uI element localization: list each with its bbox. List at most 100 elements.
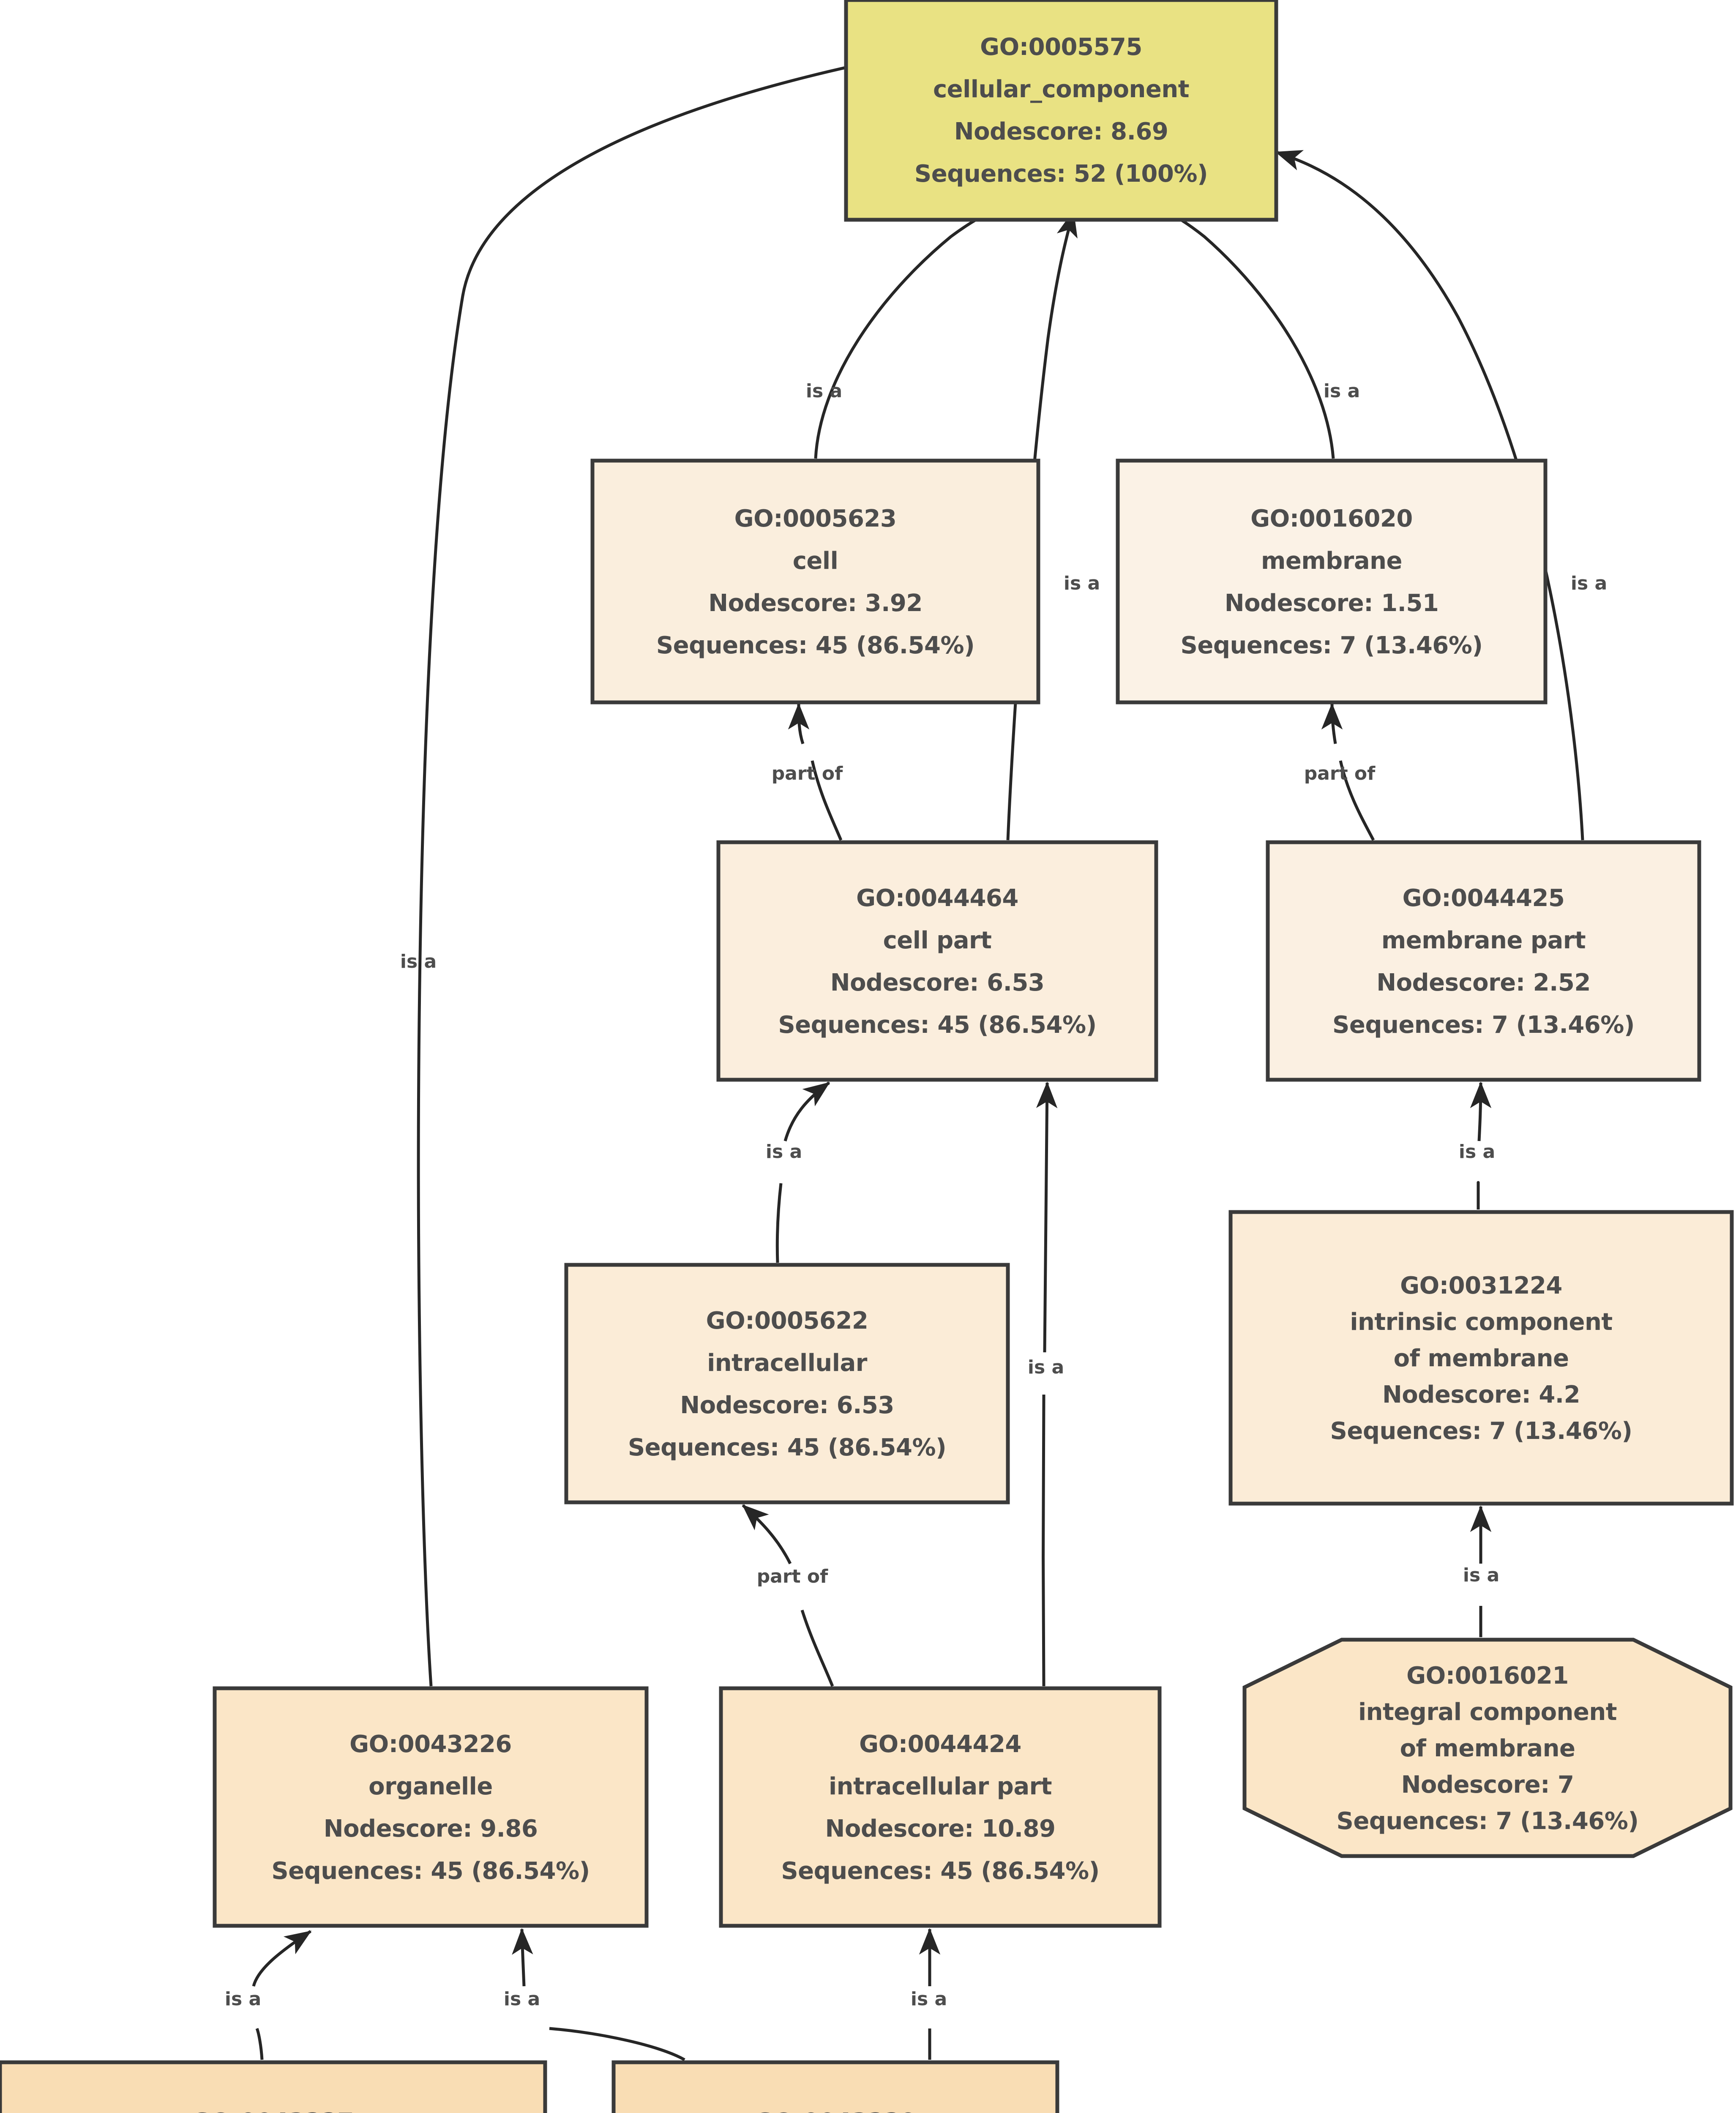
edge-io-to-organelle [522,1929,685,2061]
node-name-text: intracellular [707,1349,868,1377]
node-shape-rect[interactable] [611,2060,1059,2113]
node-shape-octagon[interactable] [1242,1638,1733,1858]
edge-intracellularpart-to-cellpart [1043,1083,1048,1687]
edge-intracellularpart-to-intracellular [743,1505,834,1687]
node-name-text: membrane [1261,547,1402,575]
node-name-text: intracellular part [829,1773,1052,1800]
edges-layer [252,49,1584,2061]
node-sequences-text: Sequences: 7 (13.46%) [1332,1011,1635,1039]
node-nodescore-text: Nodescore: 10.89 [825,1815,1055,1843]
node-name-text: organelle [368,1773,493,1800]
edge-membranepart-to-root [1275,150,1584,841]
node-shape-rect[interactable] [1228,1210,1734,1506]
node-go-id-text: GO:0044464 [856,885,1018,912]
node-GO-0043229[interactable]: GO:0043229intracellular organelleNodesco… [611,2060,1059,2113]
node-nodescore-text: Nodescore: 4.2 [1382,1381,1580,1409]
node-nodescore-text: Nodescore: 9.86 [324,1815,538,1843]
node-sequences-text: Sequences: 45 (86.54%) [781,1857,1099,1885]
node-nodescore-text: Nodescore: 7 [1401,1771,1574,1799]
edge-label-GO0044425-to-GO0005575: is a [1571,573,1607,594]
node-name-text: cell [793,547,838,575]
node-name-text: of membrane [1394,1345,1569,1372]
node-name-text: cell part [883,927,992,954]
node-nodescore-text: Nodescore: 2.52 [1376,969,1591,996]
node-go-id-text: GO:0016020 [1250,505,1413,532]
edge-label-GO0016020-to-GO0005575: is a [1324,380,1360,402]
edge-organelle-to-root [417,49,906,1687]
node-shape-rect[interactable] [213,1686,649,1928]
node-shape-rect[interactable] [564,1263,1010,1504]
node-nodescore-text: Nodescore: 3.92 [708,590,923,617]
edge-cellpart-to-root [1006,210,1078,841]
node-shape-rect[interactable] [719,1686,1162,1928]
edge-label-GO0016021-to-GO0031224: is a [1463,1564,1499,1586]
edge-label-GO0043226-to-GO0005575: is a [400,951,437,972]
node-shape-rect[interactable] [590,459,1040,704]
edge-label-GO0044424-to-GO0044464: is a [1028,1357,1064,1378]
node-shape-rect[interactable] [1116,459,1548,704]
node-sequences-text: Sequences: 45 (86.54%) [656,632,974,659]
node-GO-0016021[interactable]: GO:0016021 integral component of membraneN… [1242,1638,1733,1858]
edge-cellpart-to-cell [799,704,843,841]
node-nodescore-text: Nodescore: 1.51 [1225,590,1439,617]
node-go-id-text: GO:0044425 [1403,885,1565,912]
edge-label-GO0031224-to-GO0044425: is a [1459,1141,1495,1163]
node-go-id-text: GO:0043229 [754,2108,917,2113]
edge-intrinsic-to-membranepart [1478,1083,1481,1209]
edge-cell-to-root [814,197,1024,459]
node-go-id-text: GO:0043226 [349,1731,512,1758]
node-name-text: of membrane [1400,1735,1575,1762]
node-sequences-text: Sequences: 45 (86.54%) [271,1857,590,1885]
node-sequences-text: Sequences: 45 (86.54%) [778,1011,1096,1039]
edge-label-GO0043229-to-GO0043226: is a [504,1988,540,2010]
node-go-id-text: GO:0031224 [1400,1272,1562,1299]
node-nodescore-text: Nodescore: 8.69 [954,118,1168,145]
node-nodescore-text: Nodescore: 6.53 [680,1392,894,1419]
node-go-id-text: GO:0016021 [1406,1662,1569,1690]
node-shape-rect[interactable] [1266,840,1701,1082]
node-sequences-text: Sequences: 45 (86.54%) [628,1434,946,1461]
node-name-text: cellular_component [933,76,1189,103]
node-sequences-text: Sequences: 52 (100%) [914,160,1208,188]
node-sequences-text: Sequences: 7 (13.46%) [1337,1807,1639,1835]
edge-label-GO0005623-to-GO0005575: is a [806,380,842,402]
edge-membranepart-to-membrane [1332,704,1375,841]
node-name-text: integral component [1358,1698,1617,1726]
node-go-id-text: GO:0005622 [706,1307,868,1335]
edge-intracellular-to-cellpart [775,1083,829,1263]
node-nodescore-text: Nodescore: 6.53 [830,969,1045,996]
node-GO-0043227[interactable]: GO:0043227membrane-bounded organelleNode… [0,2060,547,2113]
node-name-text: intrinsic component [1350,1308,1612,1336]
node-shape-rect[interactable] [0,2060,547,2113]
edge-label-GO0005622-to-GO0044464: is a [766,1141,802,1163]
node-name-text: membrane part [1381,927,1586,954]
edge-label-GO0044464-to-GO0005575: is a [1064,573,1100,594]
edge-label-GO0043227-to-GO0043226: is a [225,1988,261,2010]
edge-label-GO0044425-to-GO0016020: part of [1304,763,1376,784]
edge-label-GO0043229-to-GO0044424: is a [911,1988,947,2010]
edge-mbo-to-organelle [252,1931,311,2060]
edge-label-GO0044424-to-GO0005622: part of [757,1566,828,1587]
edge-label-GO0044464-to-GO0005623: part of [772,763,843,784]
node-shape-rect[interactable] [716,840,1158,1082]
node-GO-0031224[interactable]: GO:0031224 intrinsic component of membrane… [1228,1210,1734,1506]
node-go-id-text: GO:0044424 [859,1731,1021,1758]
node-sequences-text: Sequences: 7 (13.46%) [1330,1417,1632,1445]
node-shape-rect[interactable] [844,0,1278,222]
node-go-id-text: GO:0005575 [980,33,1142,61]
node-go-id-text: GO:0005623 [734,505,897,532]
node-sequences-text: Sequences: 7 (13.46%) [1181,632,1483,659]
edge-labels-layer: is a is a is a is a is a part of part of is a is… [225,380,1607,2010]
edge-membrane-to-root [1135,197,1335,459]
